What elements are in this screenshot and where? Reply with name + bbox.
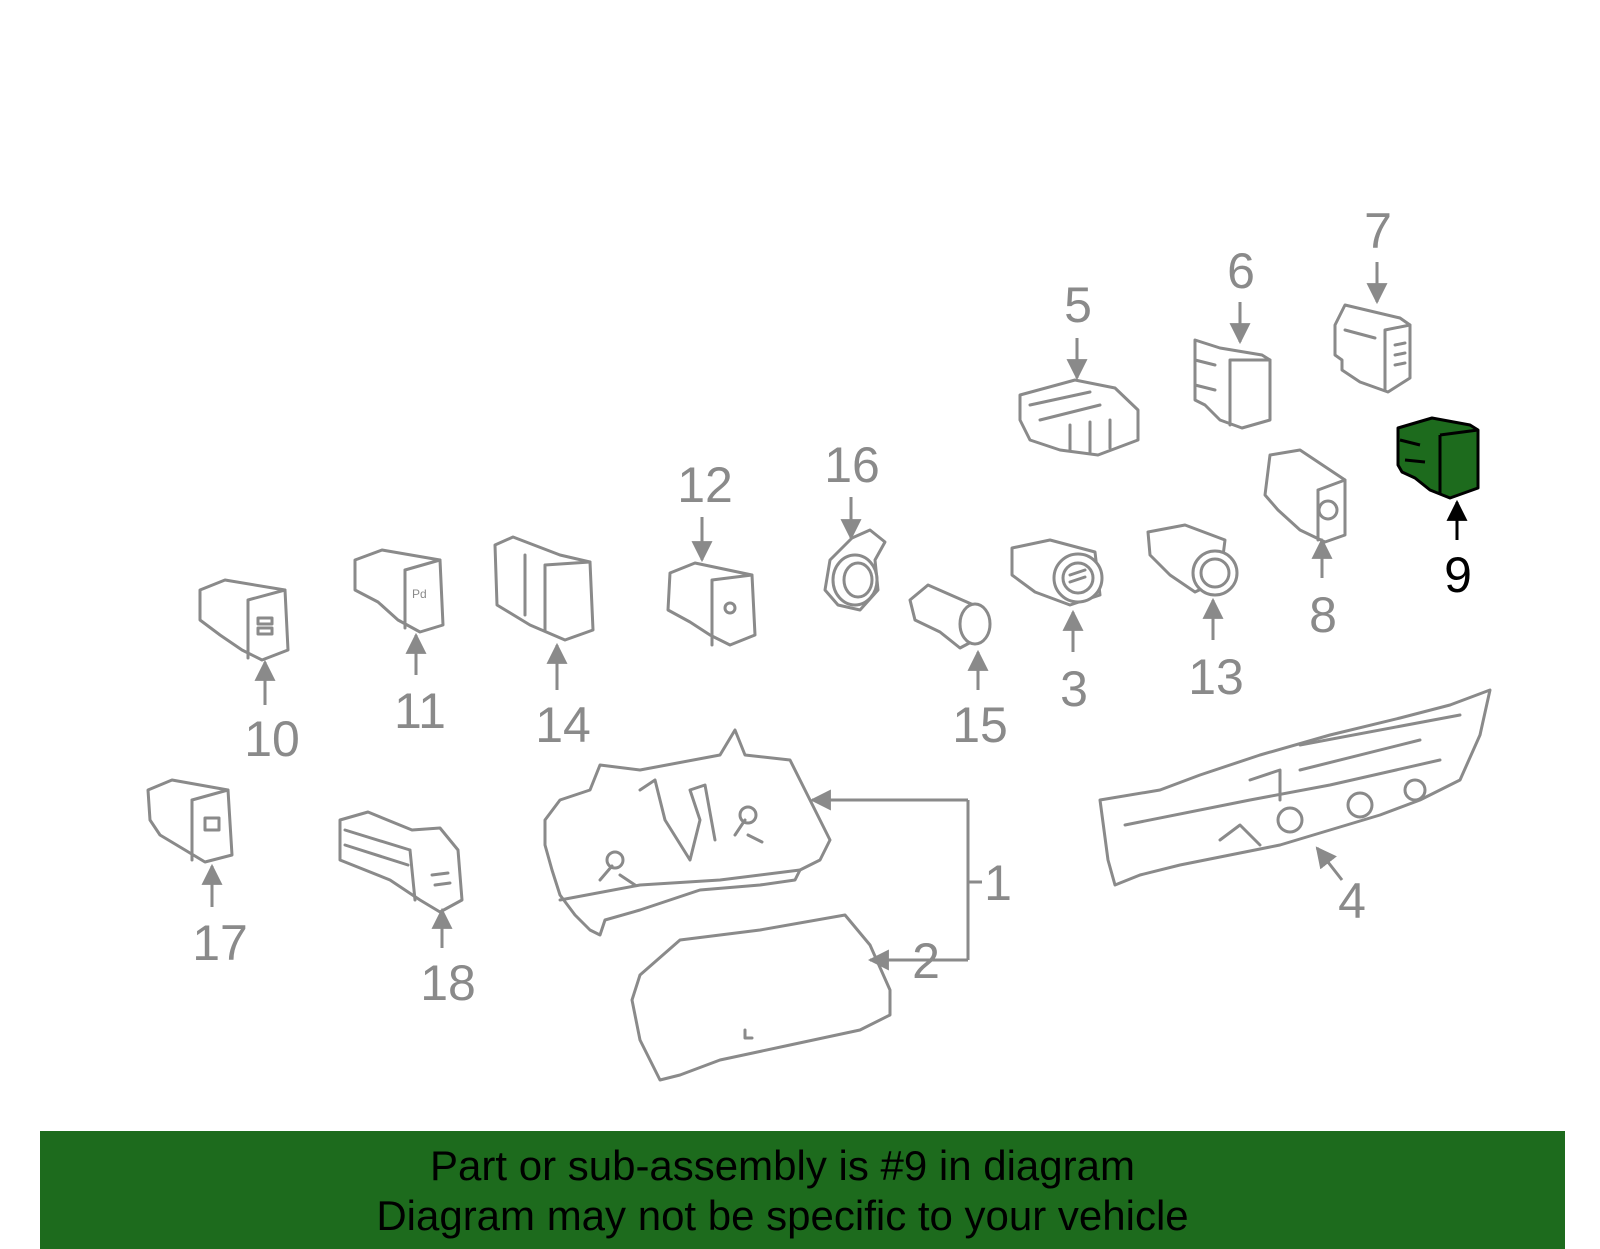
- part-6-switch[interactable]: [1193, 338, 1272, 430]
- callout-2: 2: [912, 933, 940, 989]
- callout-14: 14: [535, 697, 591, 753]
- callout-9: 9: [1444, 547, 1472, 603]
- callout-10: 10: [244, 711, 300, 767]
- part-9-switch-highlighted[interactable]: [1396, 416, 1480, 500]
- part-17-switch[interactable]: [146, 778, 234, 864]
- part-12-switch[interactable]: [666, 561, 757, 647]
- part-13-power-outlet[interactable]: [1146, 523, 1239, 597]
- part-1-instrument-cluster[interactable]: [543, 728, 832, 937]
- callout-1: 1: [984, 855, 1012, 911]
- callout-15: 15: [952, 697, 1008, 753]
- callout-17: 17: [192, 915, 248, 971]
- part-5-switch[interactable]: [1018, 378, 1140, 457]
- leader-4: [1315, 846, 1344, 881]
- part-14-panel[interactable]: [493, 535, 595, 642]
- part-18-switch-block[interactable]: [338, 810, 464, 914]
- info-banner: Part or sub-assembly is #9 in diagram Di…: [40, 1131, 1565, 1249]
- part-16-socket[interactable]: [823, 528, 887, 612]
- callout-7: 7: [1364, 203, 1392, 259]
- part-10-switch[interactable]: [198, 578, 290, 662]
- callout-6: 6: [1227, 243, 1255, 299]
- callout-3: 3: [1060, 661, 1088, 717]
- callout-12: 12: [677, 457, 733, 513]
- callout-13: 13: [1188, 649, 1244, 705]
- part-3-power-outlet[interactable]: [1010, 538, 1104, 607]
- callout-18: 18: [420, 955, 476, 1011]
- callout-11: 11: [394, 683, 446, 739]
- banner-line-1: Part or sub-assembly is #9 in diagram: [430, 1142, 1135, 1189]
- part-8-knob-switch[interactable]: [1263, 448, 1347, 544]
- part-15-plug[interactable]: [908, 583, 992, 650]
- part-11-switch[interactable]: Pd: [353, 548, 445, 634]
- part-2-cluster-lens[interactable]: [630, 913, 892, 1082]
- part-7-switch[interactable]: [1333, 303, 1412, 394]
- callout-4: 4: [1338, 873, 1366, 929]
- callout-5: 5: [1064, 277, 1092, 333]
- part-4-center-panel[interactable]: [1098, 688, 1492, 887]
- callout-16: 16: [824, 437, 880, 493]
- svg-text:Pd: Pd: [412, 587, 427, 601]
- callout-8: 8: [1309, 587, 1337, 643]
- banner-line-2: Diagram may not be specific to your vehi…: [376, 1192, 1189, 1239]
